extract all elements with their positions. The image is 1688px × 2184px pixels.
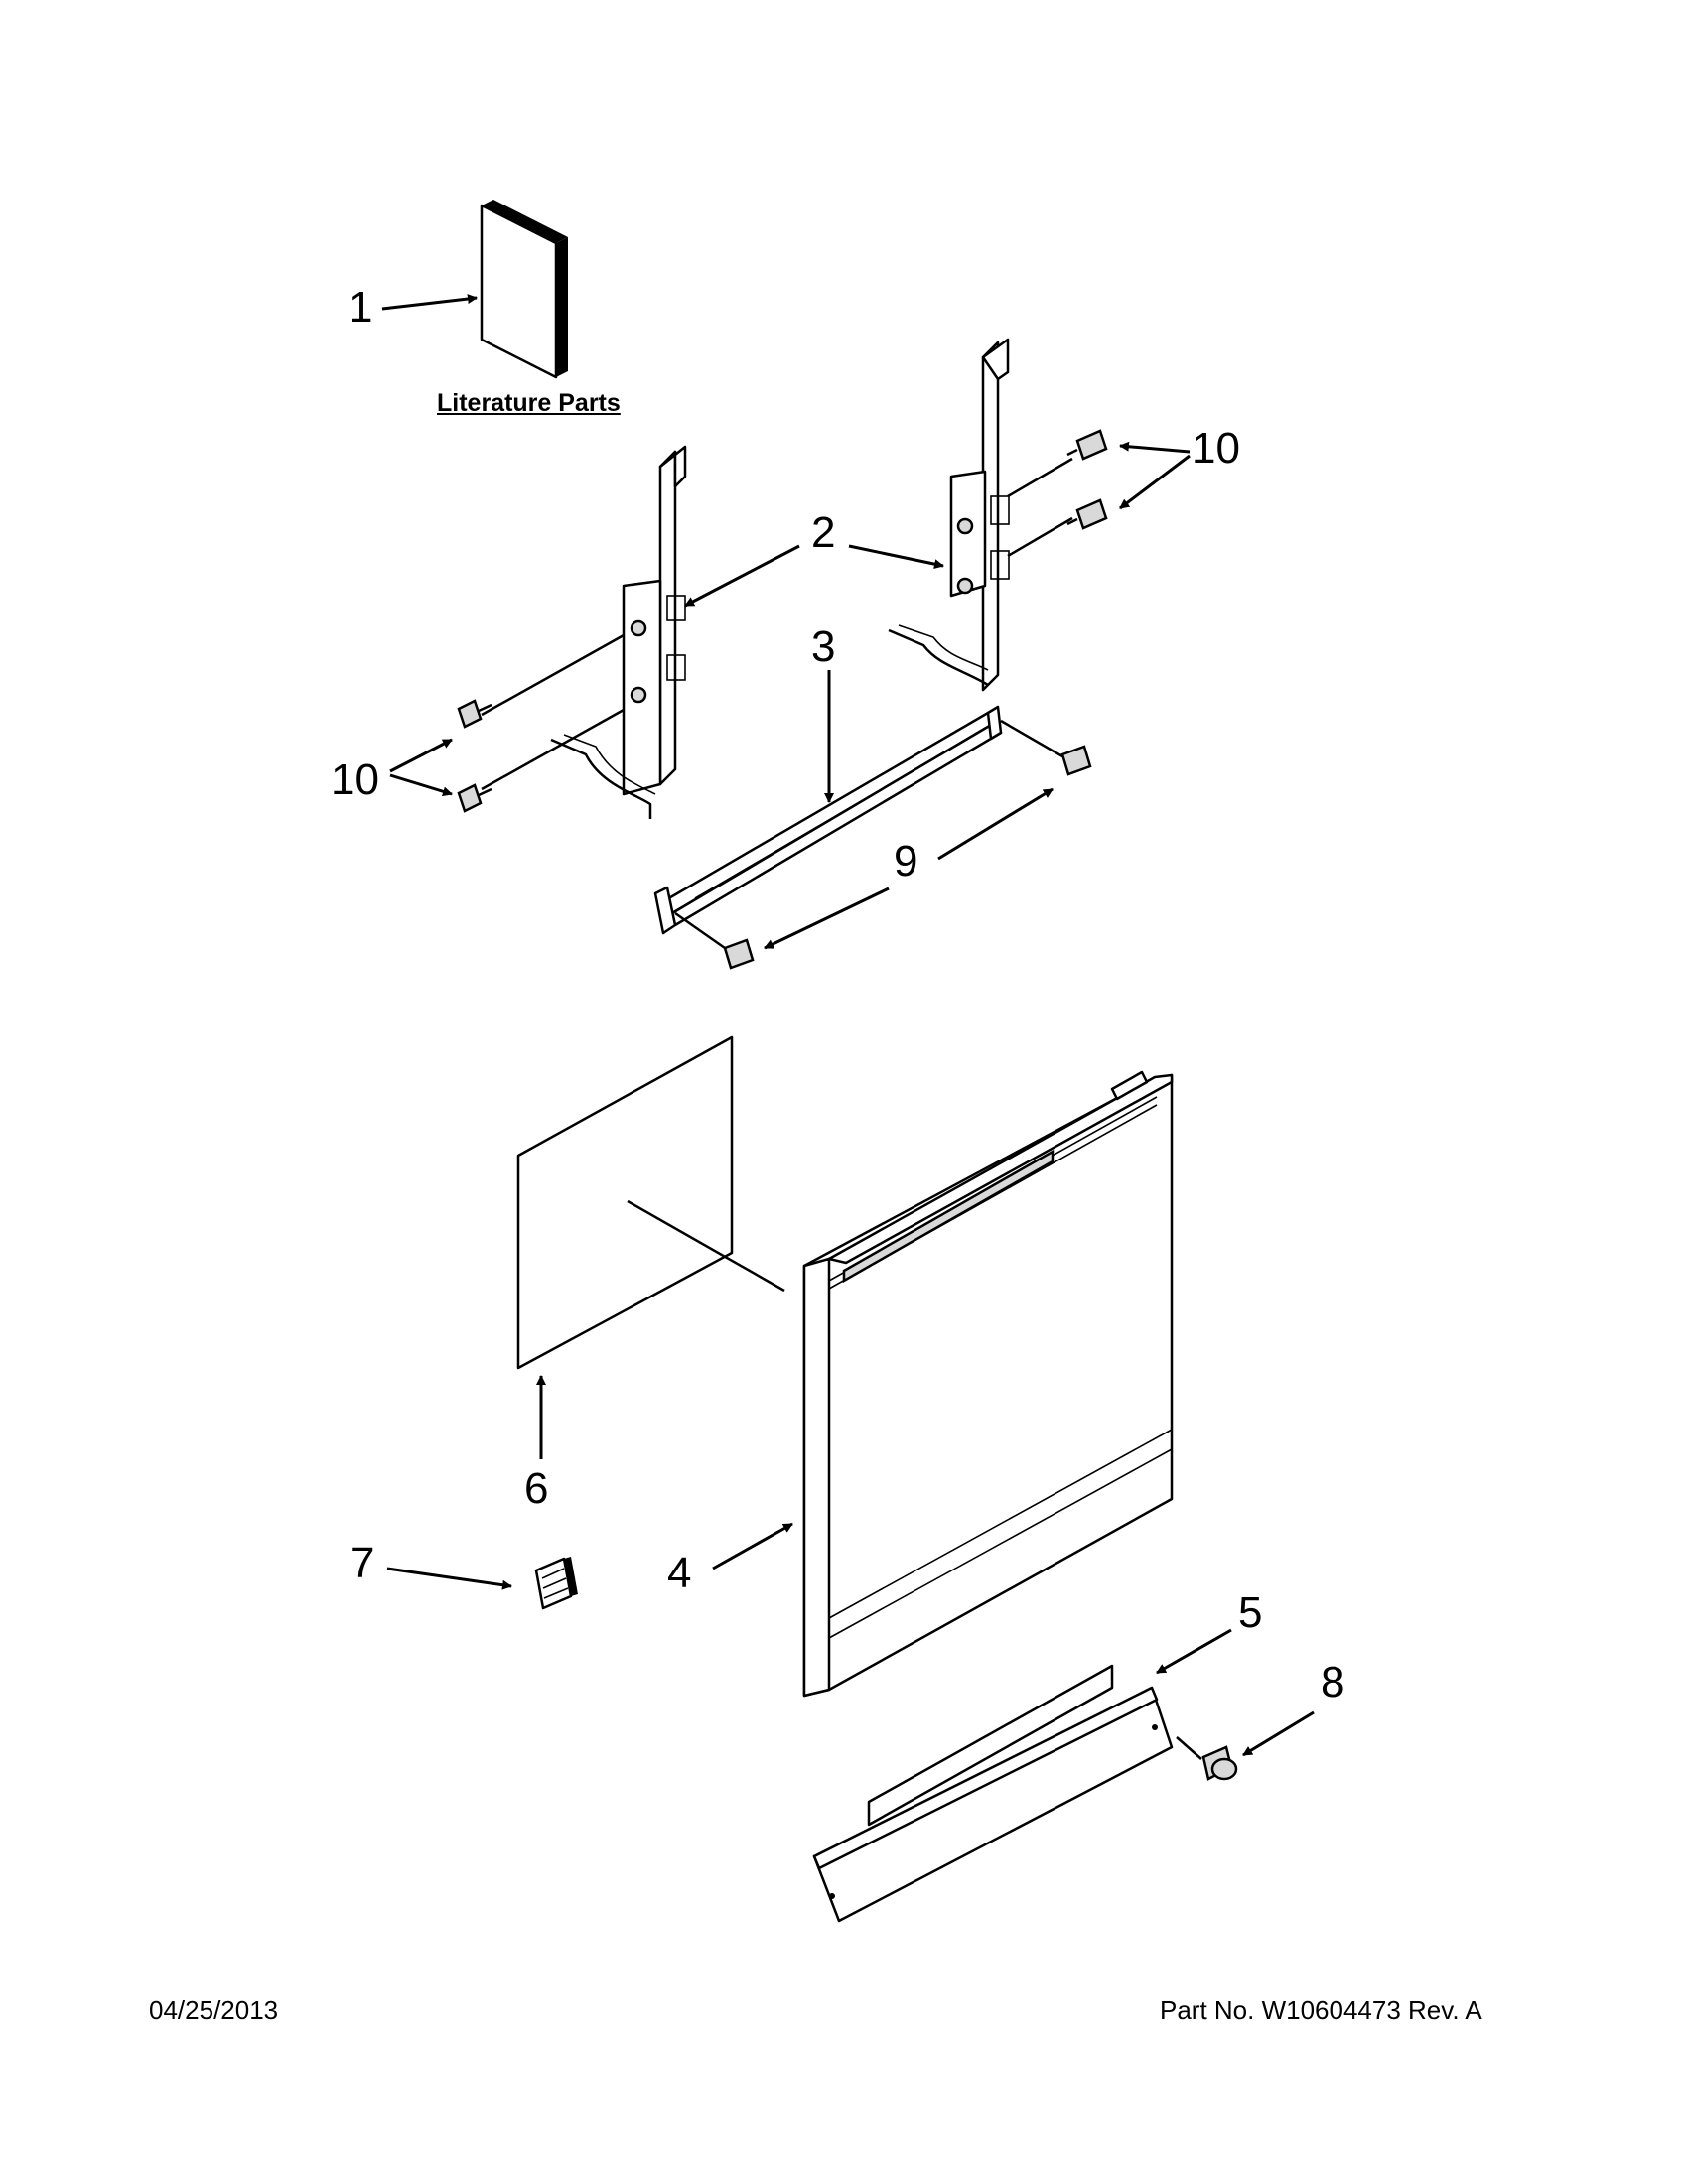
screw-line-right-upper — [1007, 457, 1073, 498]
leader-line-5 — [1156, 1628, 1232, 1675]
screw-9-right — [1060, 745, 1092, 776]
leader-line-2-right — [848, 544, 944, 570]
leader-line-9-left — [764, 887, 890, 950]
callout-3: 3 — [811, 622, 836, 671]
callout-4: 4 — [667, 1549, 692, 1597]
left-hinge-bracket — [550, 445, 687, 819]
callout-5: 5 — [1238, 1588, 1263, 1637]
leader-line-7 — [386, 1567, 512, 1590]
leader-line-10-left-b — [389, 773, 453, 797]
screw-line-rail-left — [674, 911, 726, 950]
callout-2: 2 — [811, 508, 836, 557]
leader-line-2-left — [684, 544, 800, 608]
clip-part — [534, 1557, 578, 1610]
callout-1: 1 — [349, 283, 373, 332]
screw-9-left — [723, 938, 755, 970]
support-rail — [653, 705, 1003, 935]
screw-line-left-upper — [481, 633, 625, 717]
leader-line-10-left-a — [389, 738, 453, 773]
leader-line-1 — [381, 294, 478, 311]
literature-parts-caption: Literature Parts — [437, 389, 621, 417]
callout-10-left: 10 — [331, 755, 379, 804]
literature-booklet — [480, 200, 568, 379]
leader-line-9-right — [937, 787, 1054, 861]
leader-line-4 — [712, 1522, 793, 1570]
screw-line-left-lower — [481, 708, 625, 791]
screw-line-8 — [1176, 1736, 1202, 1760]
insulation-panel — [516, 1035, 734, 1370]
screw-10-left-upper — [457, 699, 492, 729]
callout-6: 6 — [524, 1464, 549, 1513]
callout-9: 9 — [894, 837, 918, 886]
callout-8: 8 — [1321, 1658, 1345, 1706]
leader-line-10-right-b — [1119, 454, 1191, 510]
door-panel — [802, 1070, 1174, 1698]
screw-10-left-lower — [457, 783, 492, 813]
leader-line-10-right-a — [1119, 441, 1191, 454]
callout-10-right: 10 — [1192, 424, 1240, 473]
screw-10-right-upper — [1066, 429, 1108, 461]
screw-line-right-lower — [1007, 516, 1073, 558]
screw-8 — [1201, 1745, 1238, 1781]
callout-7: 7 — [351, 1539, 375, 1587]
screw-line-rail-right — [1000, 719, 1063, 758]
footer-date: 04/25/2013 — [149, 1995, 279, 2025]
footer-part-number: Part No. W10604473 Rev. A — [1160, 1995, 1482, 2025]
panel-to-door-line — [627, 1199, 785, 1293]
right-hinge-bracket — [888, 338, 1010, 692]
leader-line-8 — [1242, 1710, 1315, 1757]
screw-10-right-lower — [1066, 498, 1108, 530]
toe-kick-panel — [812, 1664, 1174, 1923]
